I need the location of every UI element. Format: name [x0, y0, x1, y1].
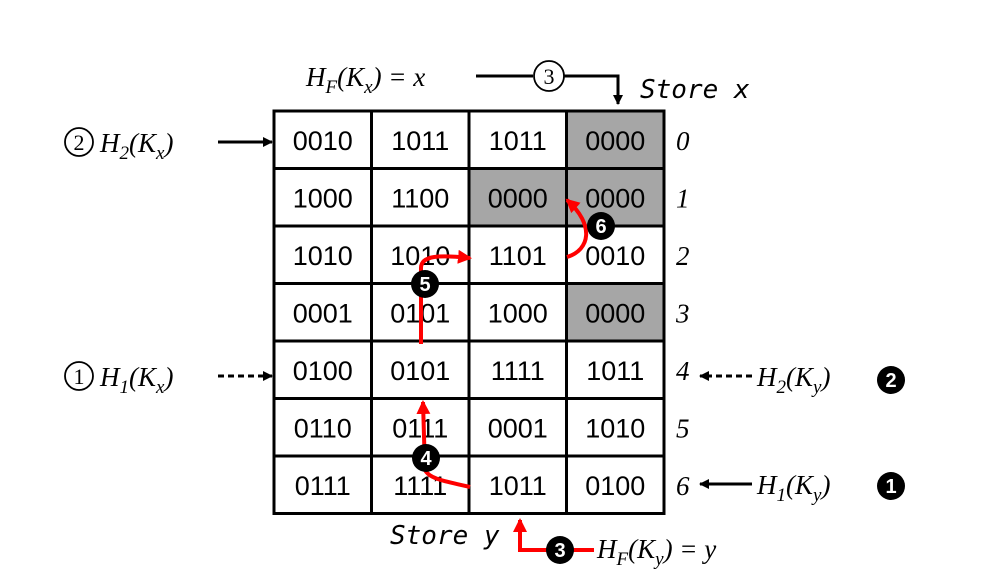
table-cell: 1000: [488, 298, 548, 328]
eviction-arrow-6: [565, 198, 589, 259]
row-index-label: 2: [676, 241, 690, 271]
svg-text:3: 3: [554, 540, 565, 562]
table-cell: 0010: [585, 241, 645, 271]
svg-text:H2(Kx): H2(Kx): [99, 128, 173, 164]
store-y-label: Store y: [390, 521, 500, 551]
row-index-label: 5: [676, 413, 690, 443]
table-cell-bg: [565, 109, 666, 170]
table-cell-bg: [565, 397, 666, 458]
table-cell: 0001: [488, 413, 548, 443]
svg-text:1: 1: [885, 476, 896, 498]
table-cell-bg: [565, 454, 666, 515]
eviction-arrow-5: [419, 249, 472, 344]
left-h2-label: 2 H2(Kx): [64, 127, 173, 164]
table-cell-bg: [565, 224, 666, 285]
table-cell: 1100: [391, 183, 449, 213]
table-cell-bg: [272, 454, 373, 515]
table-cell: 1101: [489, 241, 547, 271]
table-cell: 1011: [391, 126, 449, 156]
step-1-white-marker: [64, 361, 94, 391]
table-cell: 1011: [586, 356, 644, 386]
store-x-arrow: [564, 74, 623, 105]
table-cell-bg: [272, 339, 373, 400]
table-cell: 0100: [585, 471, 645, 501]
svg-text:H1(Ky): H1(Ky): [756, 470, 830, 506]
table-cell: 0000: [585, 298, 645, 328]
row-index-labels: 0 1 2 3 4 5 6: [675, 126, 690, 501]
row-index-label: 3: [675, 298, 690, 328]
table-cell: 1111: [491, 356, 545, 386]
table-cell: 1010: [585, 413, 645, 443]
table-cell-bg: [467, 397, 568, 458]
table-cell: 0010: [293, 126, 353, 156]
row-index-label: 0: [676, 126, 690, 156]
table-cell: 1011: [489, 471, 547, 501]
right-h1-label: H1(Ky) 1: [756, 470, 905, 506]
table-cell: 0101: [390, 356, 450, 386]
table-cell-bg: [565, 282, 666, 343]
table-cell-bg: [467, 339, 568, 400]
row-index-label: 1: [676, 183, 690, 213]
table-cell: 0000: [585, 183, 645, 213]
table-cell: 0001: [293, 298, 353, 328]
bottom-equation: HF(Ky) = y: [596, 534, 716, 570]
step-4-black-marker: 4: [412, 444, 440, 472]
right-h2-label: H2(Ky) 2: [756, 362, 905, 398]
left-h1-label: 1 H1(Kx): [64, 361, 173, 398]
svg-text:2: 2: [885, 370, 896, 392]
svg-text:H1(Kx): H1(Kx): [99, 362, 173, 398]
table-cell: 0000: [488, 183, 548, 213]
svg-text:H2(Ky): H2(Ky): [756, 362, 830, 398]
svg-text:HF(Kx) = x: HF(Kx) = x: [305, 62, 425, 98]
table-cell-bg: [272, 397, 373, 458]
step-6-black-marker: 6: [587, 212, 615, 240]
store-x-label: Store x: [640, 75, 750, 105]
svg-text:1: 1: [74, 364, 85, 389]
step-5-black-marker: 5: [411, 270, 439, 298]
svg-text:6: 6: [595, 216, 606, 238]
table-cell: 0111: [392, 413, 448, 443]
row-index-label: 4: [676, 356, 690, 386]
table-cell: 0111: [295, 471, 351, 501]
step-2-white-marker: [64, 127, 94, 157]
step-3-black-marker: 3: [546, 536, 574, 564]
svg-text:2: 2: [74, 130, 85, 155]
table-cell-bg: [565, 339, 666, 400]
step-1-black-marker: [877, 472, 905, 500]
table-cell-bg: [370, 167, 471, 228]
step-2-black-marker: [877, 366, 905, 394]
svg-text:HF(Ky) = y: HF(Ky) = y: [596, 534, 716, 570]
table-cell: 0100: [293, 356, 353, 386]
table-cell: 1010: [293, 241, 353, 271]
hash-table: 0010 1011 1011 0000 1000 1100 0000 0000 1010 1010…: [272, 109, 666, 515]
row-index-label: 6: [676, 471, 690, 501]
table-cell: 0000: [585, 126, 645, 156]
svg-text:5: 5: [419, 274, 430, 296]
table-cell: 1111: [393, 471, 447, 501]
step-3-white-marker: 3: [533, 60, 565, 92]
table-cell: 0110: [294, 413, 352, 443]
top-equation: HF(Kx) = x: [305, 62, 425, 98]
table-cell: 1000: [293, 183, 353, 213]
svg-text:4: 4: [420, 448, 432, 470]
svg-text:3: 3: [544, 64, 555, 89]
table-cell: 1011: [489, 126, 547, 156]
